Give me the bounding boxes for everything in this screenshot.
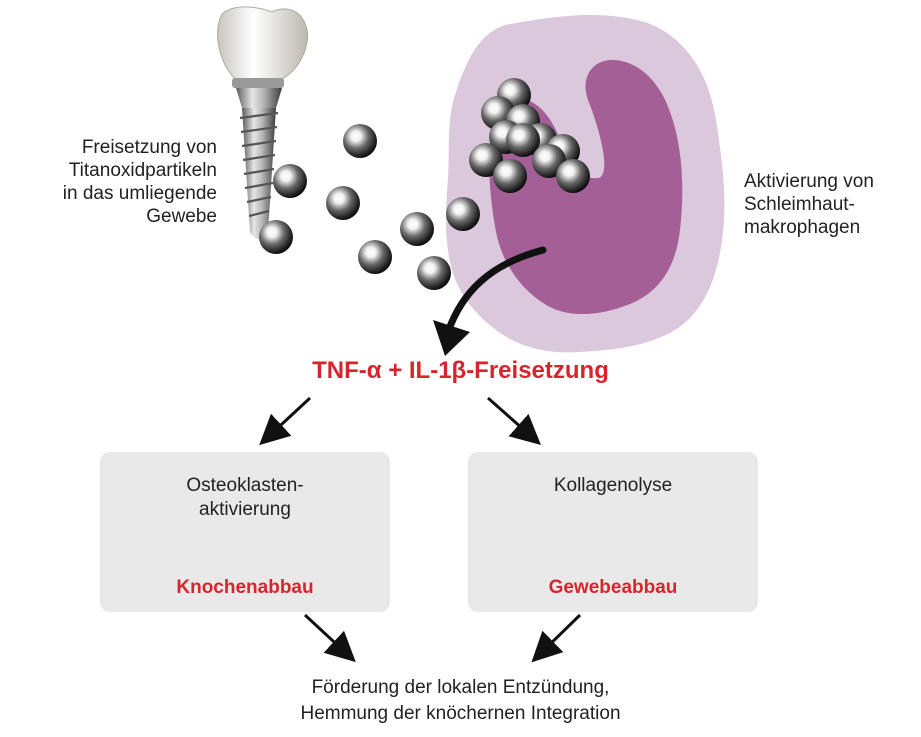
- conclusion-line: Förderung der lokalen Entzündung,: [311, 677, 610, 698]
- dental-implant-icon: [217, 6, 308, 239]
- label-line: Titanoxidpartikeln: [68, 160, 217, 181]
- titanium-particle-icon: [259, 78, 590, 290]
- box-title-line: Osteoklasten-: [186, 475, 304, 496]
- curved-arrow: [444, 246, 547, 336]
- cytokine-release-heading: TNF-α + IL-1β-Freisetzung: [312, 357, 609, 384]
- curved-arrow-head: [433, 320, 470, 356]
- macrophage-activation-label: Aktivierung von Schleimhaut- makrophagen: [744, 170, 874, 239]
- particle-release-label: Freisetzung von Titanoxidpartikeln in da…: [63, 136, 217, 228]
- osteoclast-box: Osteoklasten- aktivierung Knochenabbau: [100, 452, 390, 612]
- label-line: in das umliegende: [62, 183, 217, 204]
- conclusion-line: Hemmung der knöchernen Integration: [300, 703, 621, 724]
- label-line: makrophagen: [744, 217, 861, 238]
- box-title: Osteoklasten- aktivierung: [100, 474, 390, 522]
- label-line: Freisetzung von: [81, 137, 217, 158]
- label-line: Schleimhaut-: [744, 194, 855, 215]
- conclusion-text: Förderung der lokalen Entzündung, Hemmun…: [0, 675, 921, 727]
- box-result: Gewebeabbau: [548, 577, 678, 598]
- collagenolysis-box: Kollagenolyse Gewebeabbau: [468, 452, 758, 612]
- label-line: Aktivierung von: [744, 171, 874, 192]
- arrow-right-to-conclusion: [531, 613, 582, 663]
- arrow-to-right-box: [487, 396, 541, 445]
- box-title-line: Kollagenolyse: [553, 475, 673, 496]
- arrow-to-left-box: [259, 396, 312, 446]
- label-line: Gewebe: [146, 206, 217, 227]
- box-title: Kollagenolyse: [468, 474, 758, 498]
- arrow-left-to-conclusion: [303, 613, 356, 663]
- box-title-line: aktivierung: [199, 499, 291, 520]
- box-result: Knochenabbau: [176, 577, 314, 598]
